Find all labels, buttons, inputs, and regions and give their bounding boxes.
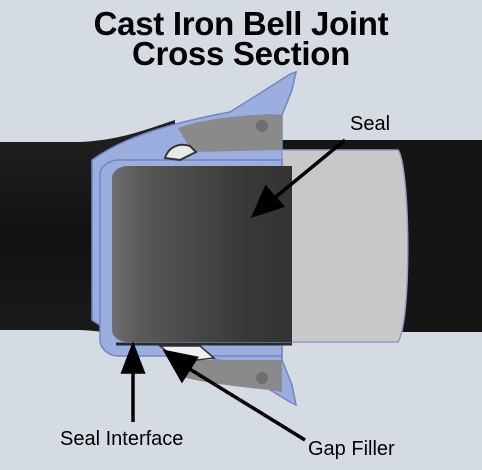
bell-ring-top bbox=[178, 114, 282, 152]
title-line-2: Cross Section bbox=[132, 35, 350, 72]
seal-right-band bbox=[281, 149, 409, 343]
label-seal: Seal bbox=[350, 113, 391, 135]
bell-ring-bottom bbox=[178, 360, 282, 392]
label-seal-interface: Seal Interface bbox=[60, 428, 184, 450]
gap-filler-arrow-line bbox=[187, 366, 306, 442]
seal-arrow-head bbox=[250, 184, 286, 218]
gasket-top bbox=[163, 143, 198, 162]
label-gap-filler: Gap Filler bbox=[308, 438, 395, 460]
inner-pipe bbox=[112, 166, 292, 342]
seal-interface-arrow-head bbox=[120, 341, 146, 374]
bolt-bottom bbox=[256, 372, 268, 384]
bolt-top bbox=[256, 120, 268, 132]
title-line-1: Cast Iron Bell Joint bbox=[93, 5, 389, 42]
seal-arrow-line bbox=[270, 138, 347, 202]
gap-filler-arrow-head bbox=[162, 349, 199, 384]
